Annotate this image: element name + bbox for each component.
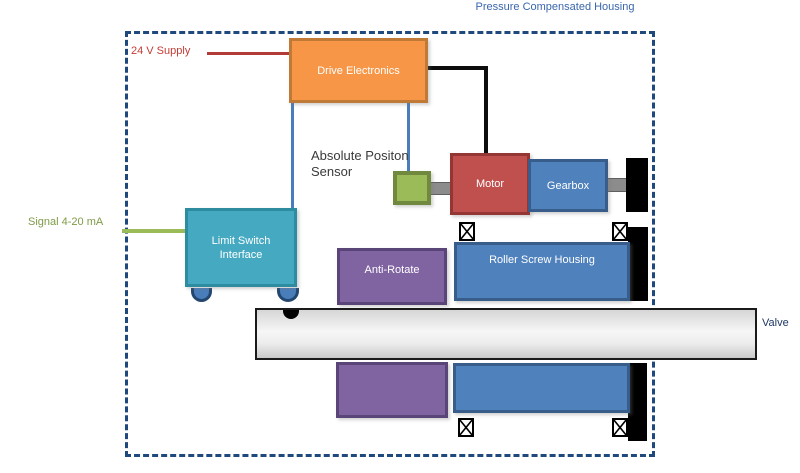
- valve-stem-notch: [283, 310, 299, 319]
- bearing-icon-top-right: [612, 222, 628, 241]
- roller-screw-housing-block: Roller Screw Housing: [454, 242, 630, 301]
- anti-rotate-label: Anti-Rotate: [364, 264, 420, 276]
- limit-switch-foot-right: [277, 288, 299, 302]
- drive-electronics-label: Drive Electronics: [317, 64, 400, 77]
- diagram-title: Pressure Compensated Housing: [475, 1, 635, 13]
- signal-wire: [122, 229, 185, 233]
- gearbox-output-shaft: [606, 178, 628, 192]
- drive-electronics-block: Drive Electronics: [289, 38, 428, 103]
- motor-block: Motor: [450, 153, 530, 215]
- limit-switch-interface-block: Limit Switch Interface: [185, 208, 297, 287]
- limit-switch-interface-label: Limit Switch Interface: [211, 234, 271, 261]
- valve-label: Valve: [762, 317, 789, 329]
- roller-screw-lower-end-bar: [628, 363, 647, 441]
- absolute-position-sensor-block: [393, 171, 431, 205]
- drive-to-sensor-wire: [407, 101, 410, 172]
- drive-to-limit-switch-wire: [291, 101, 294, 209]
- anti-rotate-lower-block: [336, 362, 448, 418]
- limit-switch-foot-left: [191, 288, 212, 302]
- bearing-icon-bottom-right: [612, 418, 628, 437]
- pressure-housing-boundary: [125, 31, 655, 457]
- roller-screw-housing-label: Roller Screw Housing: [489, 254, 595, 266]
- bearing-icon-top-left: [459, 222, 475, 241]
- power-wire-vertical: [484, 66, 488, 155]
- sensor-motor-shaft: [429, 182, 452, 195]
- roller-screw-upper-end-bar: [628, 227, 648, 301]
- absolute-position-sensor-label: Absolute Positon Sensor: [311, 148, 409, 179]
- signal-label: Signal 4-20 mA: [28, 216, 104, 228]
- gearbox-block: Gearbox: [528, 159, 608, 212]
- power-wire-horizontal: [428, 66, 488, 70]
- valve-stem: [255, 308, 757, 360]
- motor-label: Motor: [475, 178, 505, 190]
- roller-screw-lower-block: [453, 363, 630, 413]
- supply-wire: [207, 52, 289, 55]
- anti-rotate-block: Anti-Rotate: [337, 248, 447, 305]
- gearbox-label: Gearbox: [546, 179, 590, 192]
- supply-label: 24 V Supply: [131, 45, 191, 57]
- bearing-icon-bottom-left: [458, 418, 474, 437]
- gearbox-end-bar: [626, 158, 648, 212]
